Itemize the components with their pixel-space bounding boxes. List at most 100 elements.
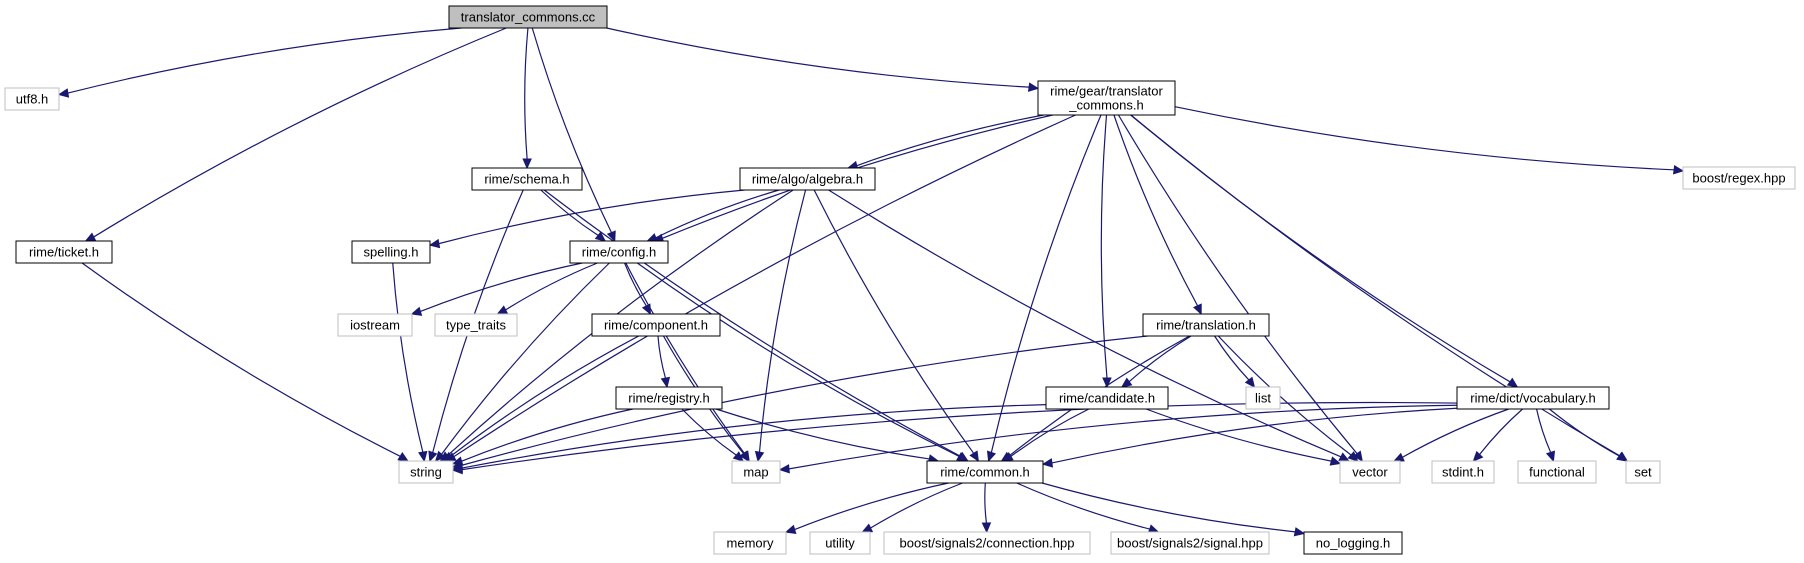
node-box: [569, 240, 669, 264]
node-box: [1245, 386, 1281, 410]
node-spelling[interactable]: spelling.h: [351, 240, 431, 264]
edge-config-to-component: [624, 262, 651, 316]
node-common[interactable]: rime/common.h: [926, 460, 1044, 484]
edge-algebra-to-spelling: [428, 189, 745, 249]
node-ticket[interactable]: rime/ticket.h: [15, 240, 113, 264]
node-functional[interactable]: functional: [1517, 460, 1597, 484]
edge-config-to-iostream: [410, 262, 583, 316]
node-box: [883, 531, 1091, 555]
node-regex[interactable]: boost/regex.hpp: [1682, 166, 1796, 190]
edge-common-to-signal: [1016, 482, 1160, 534]
node-type_traits[interactable]: type_traits: [434, 313, 518, 337]
node-tc_h[interactable]: rime/gear/translator_commons.h: [1037, 80, 1176, 116]
node-string[interactable]: string: [398, 460, 454, 484]
node-label: vector: [1352, 465, 1388, 480]
edge-config-to-common: [636, 262, 968, 462]
node-set[interactable]: set: [1625, 460, 1661, 484]
node-label: list: [1255, 391, 1271, 406]
edge-common-to-memory: [784, 482, 949, 534]
node-box: [398, 460, 454, 484]
edge-tc_h-to-regex: [1174, 106, 1685, 175]
edge-vocabulary-to-set: [1548, 408, 1628, 462]
node-label: spelling.h: [364, 245, 419, 260]
node-schema[interactable]: rime/schema.h: [471, 167, 583, 191]
edge-tc_cc-to-tc_h: [606, 27, 1040, 92]
node-map[interactable]: map: [731, 460, 781, 484]
node-vector[interactable]: vector: [1339, 460, 1401, 484]
edge-tc_cc-to-ticket: [84, 27, 507, 242]
node-box: [926, 460, 1044, 484]
node-stdint[interactable]: stdint.h: [1431, 460, 1495, 484]
edge-spelling-to-string: [392, 262, 428, 463]
node-no_logging[interactable]: no_logging.h: [1303, 531, 1403, 555]
node-box: [448, 5, 608, 29]
node-label: rime/registry.h: [628, 391, 709, 406]
node-utf8[interactable]: utf8.h: [4, 87, 60, 111]
edge-translation-to-list: [1214, 335, 1256, 388]
edge-algebra-to-map: [754, 189, 807, 463]
node-signal[interactable]: boost/signals2/signal.hpp: [1110, 531, 1270, 555]
edge-common-to-no_logging: [1041, 482, 1306, 537]
node-box: [1625, 460, 1661, 484]
node-component[interactable]: rime/component.h: [591, 313, 721, 337]
edge-translation-to-vector: [1217, 335, 1359, 462]
node-registry[interactable]: rime/registry.h: [615, 386, 723, 410]
edge-tc_h-to-vector: [1117, 114, 1363, 463]
node-label: boost/regex.hpp: [1692, 171, 1785, 186]
edge-tc_cc-to-schema: [522, 27, 532, 170]
node-label: rime/schema.h: [484, 172, 569, 187]
edge-common-to-connection: [981, 482, 992, 534]
edge-registry-to-map: [681, 408, 745, 462]
node-label: boost/signals2/signal.hpp: [1117, 536, 1263, 551]
node-box: [1517, 460, 1597, 484]
node-label: rime/algo/algebra.h: [752, 172, 863, 187]
nodes-layer: translator_commons.cc utf8.h rime/gear/tra…: [4, 5, 1796, 555]
node-label: rime/ticket.h: [29, 245, 99, 260]
node-label: rime/config.h: [582, 245, 656, 260]
node-candidate[interactable]: rime/candidate.h: [1045, 386, 1169, 410]
node-algebra[interactable]: rime/algo/algebra.h: [739, 167, 876, 191]
node-label: string: [410, 465, 442, 480]
node-box: [591, 313, 721, 337]
node-box: [1045, 386, 1169, 410]
node-config[interactable]: rime/config.h: [569, 240, 669, 264]
edge-vocabulary-to-vector: [1393, 408, 1509, 462]
node-vocabulary[interactable]: rime/dict/vocabulary.h: [1456, 386, 1610, 410]
node-box: [809, 531, 871, 555]
node-box: [15, 240, 113, 264]
edge-tc_h-to-vocabulary: [1130, 114, 1519, 388]
node-label: set: [1634, 465, 1652, 480]
edge-tc_h-to-common: [986, 114, 1102, 463]
node-label: utf8.h: [16, 92, 49, 107]
edge-tc_h-to-candidate: [1100, 114, 1112, 389]
edge-vocabulary-to-common: [1041, 407, 1458, 468]
edge-ticket-to-string: [81, 262, 409, 462]
node-tc_cc[interactable]: translator_commons.cc: [448, 5, 608, 29]
node-label: rime/component.h: [604, 318, 708, 333]
node-label: rime/common.h: [940, 465, 1030, 480]
edge-vocabulary-to-string: [451, 401, 1458, 475]
node-list[interactable]: list: [1245, 386, 1281, 410]
edge-tc_cc-to-utf8: [57, 27, 462, 98]
node-iostream[interactable]: iostream: [337, 313, 413, 337]
edge-vocabulary-to-stdint: [1472, 408, 1523, 462]
node-translation[interactable]: rime/translation.h: [1142, 313, 1270, 337]
node-connection[interactable]: boost/signals2/connection.hpp: [883, 531, 1091, 555]
node-label: memory: [727, 536, 774, 551]
node-box: [1110, 531, 1270, 555]
node-label: boost/signals2/connection.hpp: [900, 536, 1075, 551]
node-label: rime/translation.h: [1156, 318, 1256, 333]
edges-layer: [57, 27, 1685, 537]
node-box: [731, 460, 781, 484]
edge-tc_h-to-translation: [1113, 114, 1202, 316]
node-box: [1037, 80, 1176, 116]
edge-vocabulary-to-functional: [1535, 408, 1556, 463]
edge-tc_cc-to-config: [531, 27, 616, 243]
node-label: stdint.h: [1442, 465, 1484, 480]
node-memory[interactable]: memory: [713, 531, 787, 555]
node-label: translator_commons.cc: [461, 10, 596, 25]
node-utility[interactable]: utility: [809, 531, 871, 555]
node-box: [4, 87, 60, 111]
node-box: [1431, 460, 1495, 484]
